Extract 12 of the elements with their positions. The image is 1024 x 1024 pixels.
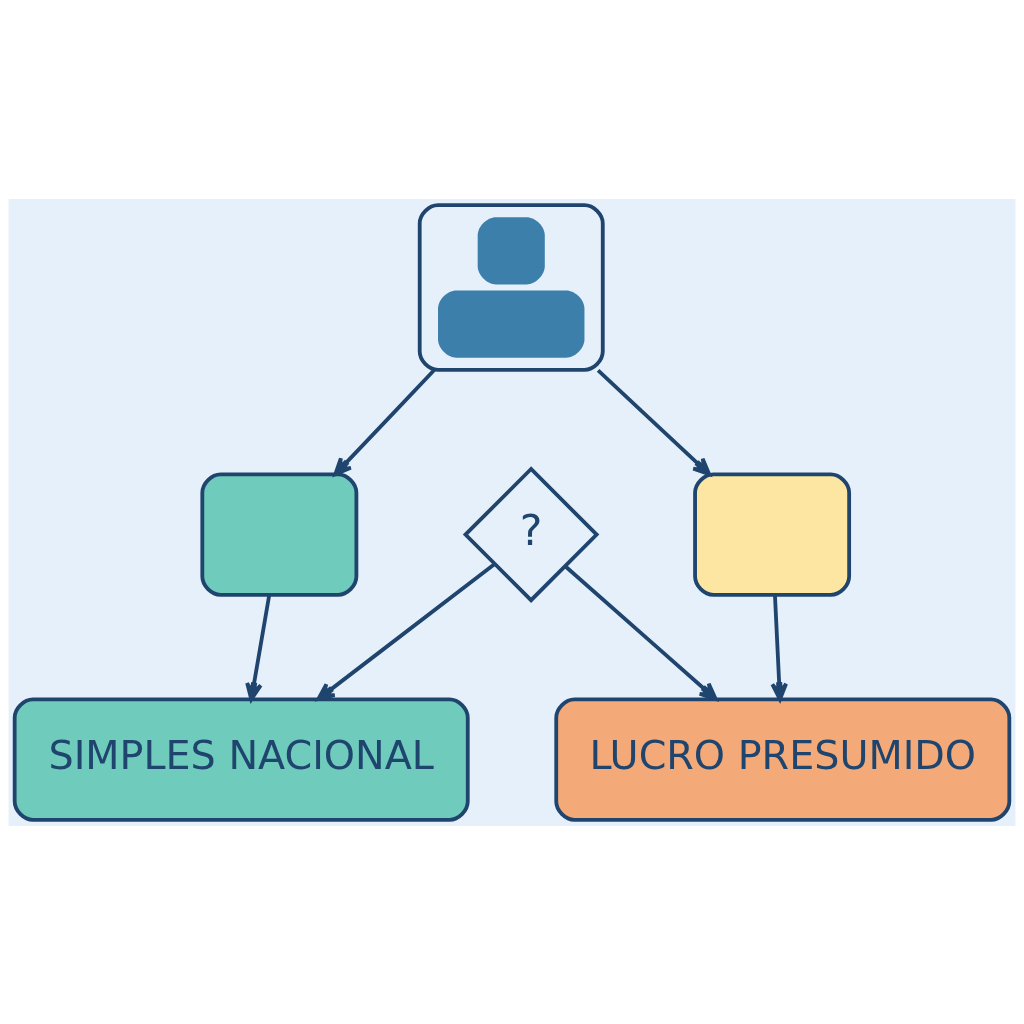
arrow <box>316 562 496 701</box>
node-person <box>417 202 605 372</box>
node-box <box>693 471 852 597</box>
node-diamond: ? <box>462 465 600 603</box>
arrow <box>245 594 272 701</box>
arrow <box>770 594 788 701</box>
arrow <box>333 368 436 476</box>
arrow <box>596 368 712 476</box>
arrow <box>564 564 718 701</box>
node-box: LUCRO PRESUMIDO <box>554 696 1012 822</box>
node-box: SIMPLES NACIONAL <box>12 696 470 822</box>
node-box <box>200 471 359 597</box>
